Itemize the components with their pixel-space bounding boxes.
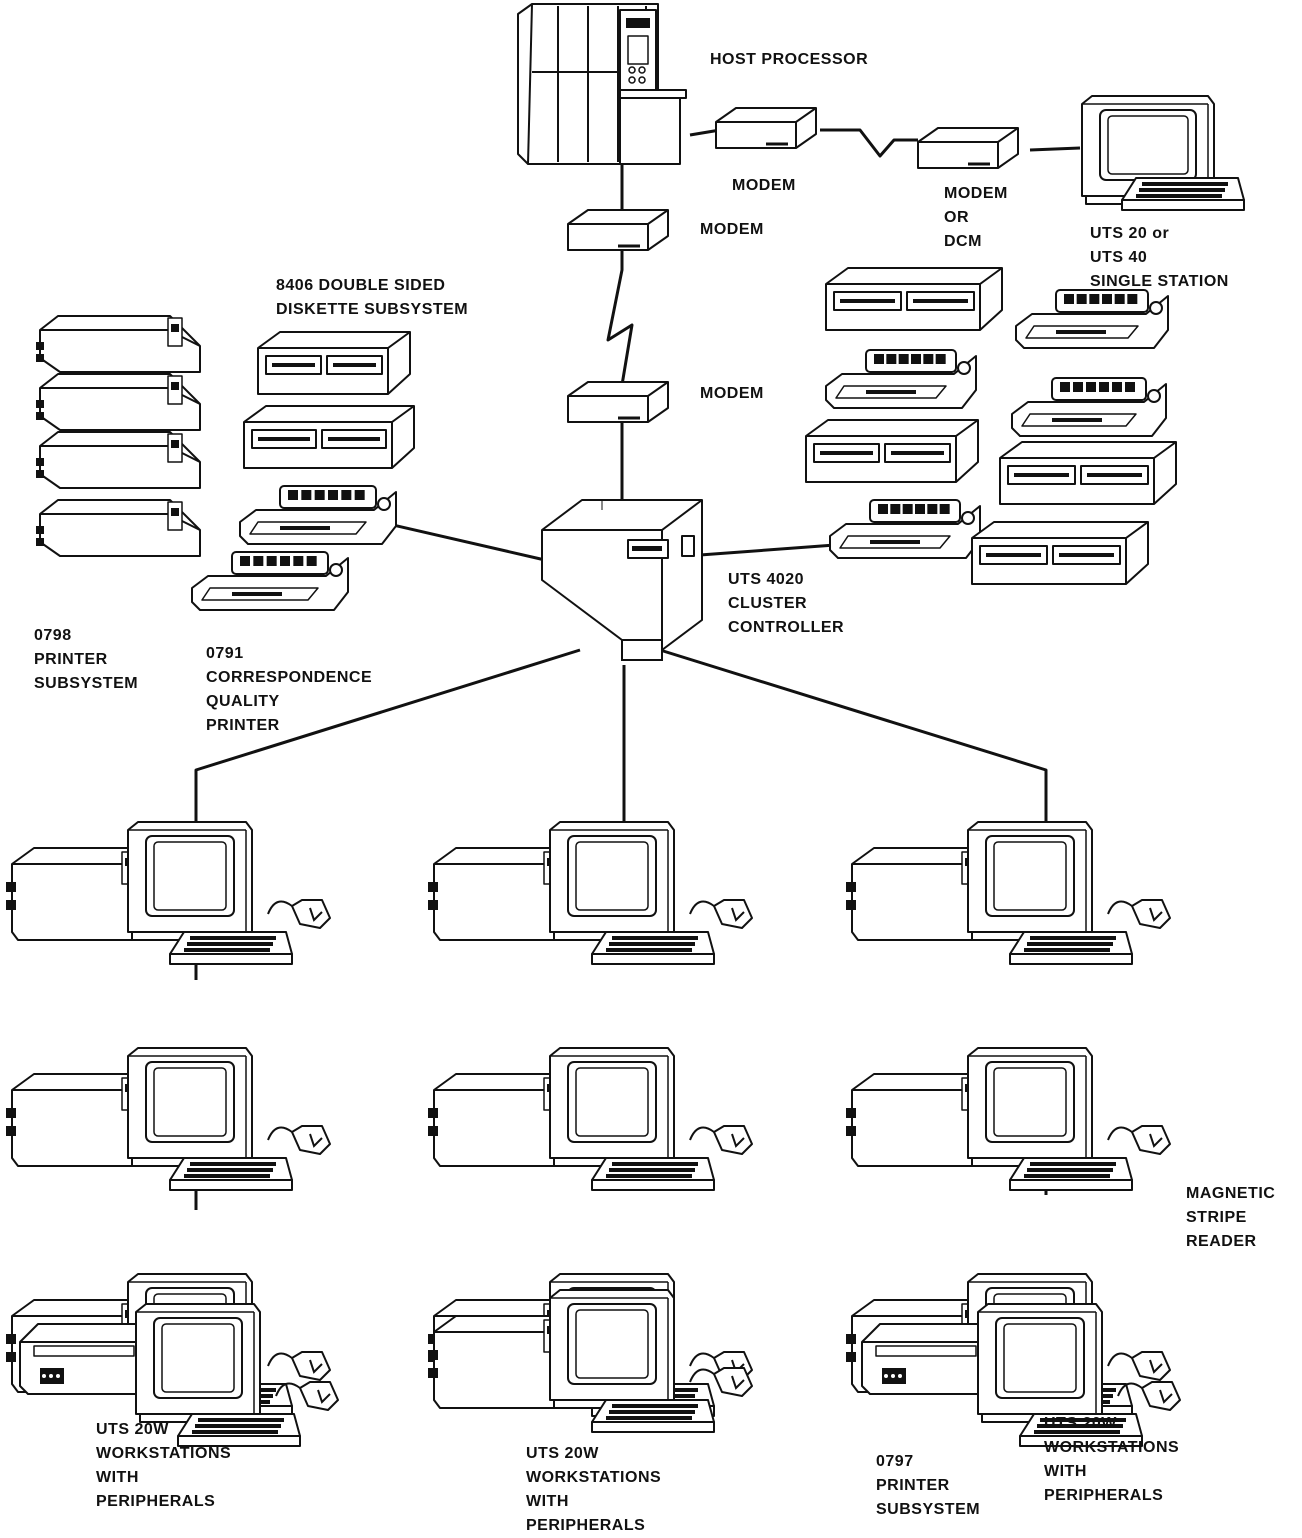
diskette-right-4 bbox=[972, 522, 1148, 584]
typewriter-right-1 bbox=[826, 350, 976, 408]
typewriter-right-2 bbox=[1016, 290, 1168, 348]
workstation-c2-r2 bbox=[428, 1048, 752, 1190]
diskette-right-1 bbox=[826, 268, 1002, 330]
typewriter-left-2 bbox=[192, 552, 348, 610]
modem-label-upper: MODEM bbox=[700, 218, 764, 242]
modem-host-side bbox=[716, 108, 816, 148]
diskette-right-2 bbox=[806, 420, 978, 482]
workstations-middle-label: UTS 20W WORKSTATIONS WITH PERIPHERALS bbox=[526, 1442, 661, 1538]
workstation-c1-r1 bbox=[6, 822, 330, 964]
modem-label-top: MODEM bbox=[732, 174, 796, 198]
printer-0791-label: 0791 CORRESPONDENCE QUALITY PRINTER bbox=[206, 642, 372, 738]
typewriter-right-3 bbox=[1012, 378, 1166, 436]
magnetic-stripe-reader-label: MAGNETIC STRIPE READER bbox=[1186, 1182, 1275, 1254]
printer-0798-unit-1 bbox=[36, 316, 200, 372]
diskette-subsystem-label: 8406 DOUBLE SIDED DISKETTE SUBSYSTEM bbox=[276, 274, 468, 322]
diskette-right-3 bbox=[1000, 442, 1176, 504]
diskette-left-1 bbox=[258, 332, 410, 394]
modem-remote-side bbox=[918, 128, 1018, 168]
single-station-terminal bbox=[1082, 96, 1244, 210]
printer-0798-unit-2 bbox=[36, 374, 200, 430]
diskette-left-2 bbox=[244, 406, 414, 468]
host-processor-label: HOST PROCESSOR bbox=[710, 48, 868, 72]
workstation-c1-r2 bbox=[6, 1048, 330, 1190]
workstation-c3-r1 bbox=[846, 822, 1170, 964]
printer-0798-label: 0798 PRINTER SUBSYSTEM bbox=[34, 624, 138, 696]
modem-label-lower: MODEM bbox=[700, 382, 764, 406]
printer-0797-label: 0797 PRINTER SUBSYSTEM bbox=[876, 1450, 980, 1522]
workstation-c2-r1 bbox=[428, 822, 752, 964]
workstation-c3-r2 bbox=[846, 1048, 1170, 1190]
printer-0798-unit-4 bbox=[36, 500, 200, 556]
typewriter-right-4 bbox=[830, 500, 980, 558]
modem-or-dcm-label: MODEM OR DCM bbox=[944, 182, 1008, 254]
printer-0798-unit-3 bbox=[36, 432, 200, 488]
modem-upper bbox=[568, 210, 668, 250]
workstations-right-label: UTS 20W WORKSTATIONS WITH PERIPHERALS bbox=[1044, 1412, 1179, 1508]
workstations-left-label: UTS 20W WORKSTATIONS WITH PERIPHERALS bbox=[96, 1418, 231, 1514]
cluster-controller-label: UTS 4020 CLUSTER CONTROLLER bbox=[728, 568, 844, 640]
single-station-label: UTS 20 or UTS 40 SINGLE STATION bbox=[1090, 222, 1229, 294]
modem-lower bbox=[568, 382, 668, 422]
typewriter-left-1 bbox=[240, 486, 396, 544]
host-processor bbox=[518, 4, 686, 164]
cluster-controller bbox=[542, 500, 702, 660]
